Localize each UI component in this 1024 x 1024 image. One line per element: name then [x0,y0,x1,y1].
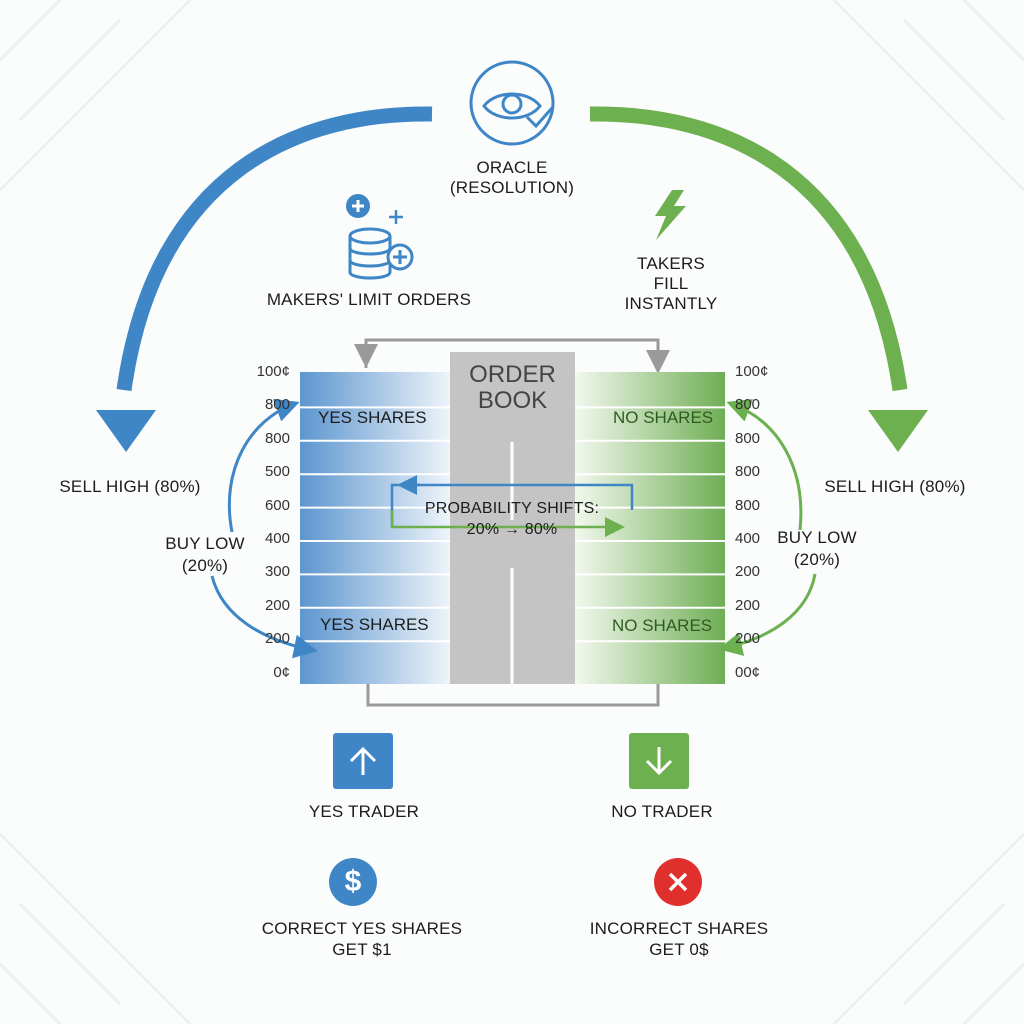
left-tick-label: 100¢ [256,363,290,380]
left-tick-label: 0¢ [273,663,290,681]
takers-label: TAKERS FILL INSTANTLY [591,254,751,314]
yes-shares-bottom-label: YES SHARES [320,615,429,634]
right-buy-low-line2: (20%) [793,550,841,569]
right-tick-label: 200 [735,563,761,581]
no-panel-gridlines [575,406,725,643]
yes-trader-label: YES TRADER [308,802,420,821]
takers-label-line3: INSTANTLY [624,294,718,313]
right-tick-label: 800 [735,496,761,514]
left-buy-low-label: BUY LOW (20%) [150,533,260,577]
right-tick-label: 800 [735,463,761,481]
probability-arrow-blue [390,483,634,526]
no-outcome-label: INCORRECT SHARES GET 0$ [549,918,809,960]
x-icon [654,858,702,906]
no-trader-badge [629,733,689,789]
makers-label: MAKERS' LIMIT ORDERS [266,290,472,309]
lightning-icon [655,190,686,240]
left-tick-label: 400 [264,530,290,547]
probability-shift-line2: 20% → 80% [466,521,558,538]
oracle-label-line1: ORACLE [476,158,548,177]
no-trader-label: NO TRADER [611,802,713,821]
right-big-arrowhead [868,410,928,452]
no-outcome-line2: GET 0$ [649,940,709,959]
right-tick-label: 200 [735,596,761,614]
dollar-icon: $ [329,858,377,906]
right-buy-low-line1: BUY LOW [777,528,857,547]
left-buy-low-line2: (20%) [181,556,229,575]
oracle-label: ORACLE (RESOLUTION) [412,158,612,198]
yes-outcome-label: CORRECT YES SHARES GET $1 [232,918,492,960]
probability-arrow-green [390,510,625,537]
yes-panel-gridlines [300,406,450,643]
no-shares-top-label: NO SHARES [613,408,714,427]
left-big-arc-arrow [116,106,433,392]
left-small-arrow-top [227,398,300,533]
takers-label-line2: FILL [653,274,689,293]
right-tick-label: 00¢ [735,663,761,681]
left-tick-label: 800 [264,396,290,414]
probability-shift-line1: PROBABILITY SHIFTS: [424,500,600,517]
left-tick-label: 200 [264,596,290,614]
left-tick-label: 500 [264,463,290,481]
order-book-title: ORDER BOOK [450,362,575,414]
right-tick-label: 800 [735,396,761,414]
coin-stack-plus-icon [348,210,414,280]
yes-trader-badge [333,733,393,789]
yes-outcome-line1: CORRECT YES SHARES [261,919,463,938]
right-small-arrow-bottom [718,573,817,656]
right-tick-label: 200 [735,630,761,648]
right-sell-high-label: SELL HIGH (80%) [824,477,966,496]
order-book-title-line2: BOOK [477,387,548,414]
oracle-label-line2: (RESOLUTION) [449,178,575,197]
no-shares-bottom-label: NO SHARES [612,616,713,635]
yes-shares-top-label: YES SHARES [318,408,427,427]
left-tick-label: 200 [264,630,290,648]
left-small-arrow-bottom [210,575,318,659]
right-big-arc-arrow [589,106,908,392]
yes-outcome-line2: GET $1 [332,940,392,959]
eye-check-icon [469,60,555,146]
left-sell-high-label: SELL HIGH (80%) [59,477,201,496]
left-tick-label: 600 [264,496,290,514]
arrow-up-icon [349,746,377,775]
order-book-title-line1: ORDER [469,361,556,388]
left-buy-low-line1: BUY LOW [165,534,245,553]
right-buy-low-label: BUY LOW (20%) [762,527,872,571]
left-big-arrowhead [96,410,156,452]
left-tick-label: 800 [264,429,290,447]
right-tick-label: 400 [735,530,761,547]
arrow-down-icon [645,747,673,776]
right-small-arrow-top [726,399,803,531]
right-tick-label: 800 [735,429,761,447]
right-tick-label: 100¢ [735,363,769,380]
no-outcome-line1: INCORRECT SHARES [589,919,769,938]
bottom-connector [366,680,660,707]
takers-label-line1: TAKERS [637,254,705,273]
probability-shift-label: PROBABILITY SHIFTS: 20% → 80% [412,498,612,540]
left-tick-label: 300 [264,563,290,581]
